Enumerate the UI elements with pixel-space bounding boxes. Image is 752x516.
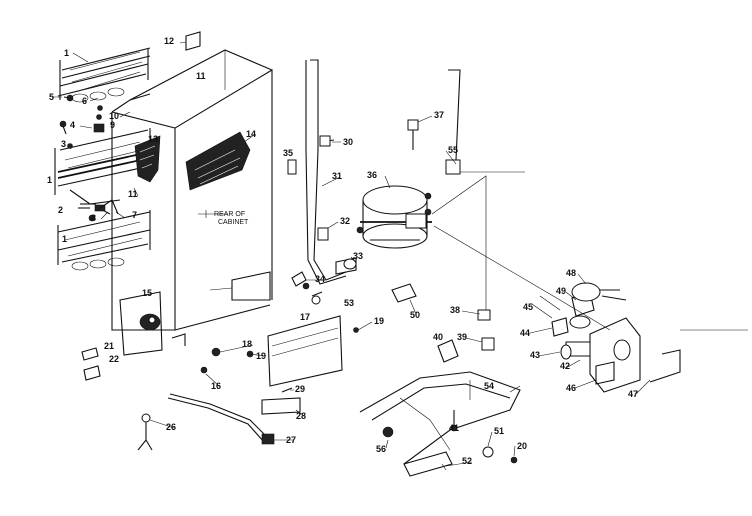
callout-18: 18 bbox=[242, 339, 252, 349]
callout-36: 36 bbox=[367, 170, 377, 180]
callout-41: 41 bbox=[449, 423, 459, 433]
callout-39: 39 bbox=[457, 332, 467, 342]
callout-28: 28 bbox=[296, 411, 306, 421]
callout-55: 55 bbox=[448, 145, 458, 155]
callout-53: 53 bbox=[344, 298, 354, 308]
callout-50: 50 bbox=[410, 310, 420, 320]
callout-1c: 1 bbox=[62, 234, 67, 244]
callout-34: 34 bbox=[315, 274, 325, 284]
tubing-lines bbox=[407, 69, 611, 331]
top-shelf-assembly bbox=[57, 47, 151, 103]
base-frame bbox=[359, 371, 521, 477]
callout-19a: 19 bbox=[256, 351, 266, 361]
callout-3: 3 bbox=[61, 139, 66, 149]
callout-51: 51 bbox=[494, 426, 504, 436]
callout-14: 14 bbox=[246, 129, 256, 139]
callout-31: 31 bbox=[332, 171, 342, 181]
callout-35: 35 bbox=[283, 148, 293, 158]
callout-49: 49 bbox=[556, 286, 566, 296]
callout-labels: 1 1 1 2 3 4 5 6 7 8 9 10 11 11 12 13 14 … bbox=[47, 36, 638, 466]
callout-1a: 1 bbox=[64, 48, 69, 58]
callout-10: 10 bbox=[109, 111, 119, 121]
callout-52: 52 bbox=[462, 456, 472, 466]
callout-47: 47 bbox=[628, 389, 638, 399]
callout-33: 33 bbox=[353, 251, 363, 261]
callout-9: 9 bbox=[110, 120, 115, 130]
bottom-shelf-assembly bbox=[57, 210, 151, 271]
callout-2: 2 bbox=[58, 205, 63, 215]
callout-21: 21 bbox=[104, 341, 114, 351]
callout-48: 48 bbox=[566, 268, 576, 278]
callout-13: 13 bbox=[148, 134, 158, 144]
callout-5: 5 bbox=[49, 92, 54, 102]
rear-of-cabinet-line2: CABINET bbox=[218, 219, 249, 226]
small-brackets bbox=[287, 159, 323, 305]
callout-15: 15 bbox=[142, 288, 152, 298]
callout-43: 43 bbox=[530, 350, 540, 360]
callout-6: 6 bbox=[82, 96, 87, 106]
callout-12: 12 bbox=[164, 36, 174, 46]
callout-42: 42 bbox=[560, 361, 570, 371]
callout-20: 20 bbox=[517, 441, 527, 451]
callout-37: 37 bbox=[434, 110, 444, 120]
callout-17: 17 bbox=[300, 312, 310, 322]
callout-38: 38 bbox=[450, 305, 460, 315]
callout-4: 4 bbox=[70, 120, 75, 130]
callout-30: 30 bbox=[343, 137, 353, 147]
callout-8: 8 bbox=[91, 213, 96, 223]
callout-44: 44 bbox=[520, 328, 530, 338]
compressor bbox=[356, 185, 432, 249]
condensate-tubes bbox=[305, 59, 357, 285]
callout-46: 46 bbox=[566, 383, 576, 393]
callout-11a: 11 bbox=[196, 71, 206, 81]
cabinet bbox=[111, 31, 273, 356]
callout-32: 32 bbox=[340, 216, 350, 226]
callout-40: 40 bbox=[433, 332, 443, 342]
leader-lines bbox=[52, 41, 651, 467]
relay-brackets bbox=[391, 283, 495, 363]
callout-29: 29 bbox=[295, 384, 305, 394]
callout-45: 45 bbox=[523, 302, 533, 312]
callout-11b: 11 bbox=[128, 189, 138, 199]
callout-56: 56 bbox=[376, 444, 386, 454]
rear-of-cabinet-line1: REAR OF bbox=[214, 211, 245, 218]
callout-1b: 1 bbox=[47, 175, 52, 185]
callout-19b: 19 bbox=[374, 316, 384, 326]
callout-7: 7 bbox=[132, 210, 137, 220]
callout-16: 16 bbox=[211, 381, 221, 391]
left-hardware bbox=[59, 94, 119, 222]
relay-overload-assembly bbox=[539, 282, 748, 393]
base-pan bbox=[200, 315, 359, 415]
callout-54: 54 bbox=[484, 381, 494, 391]
callout-22: 22 bbox=[109, 354, 119, 364]
middle-shelf-assembly bbox=[54, 128, 151, 215]
loose-parts bbox=[81, 347, 101, 381]
power-cord bbox=[137, 393, 275, 451]
